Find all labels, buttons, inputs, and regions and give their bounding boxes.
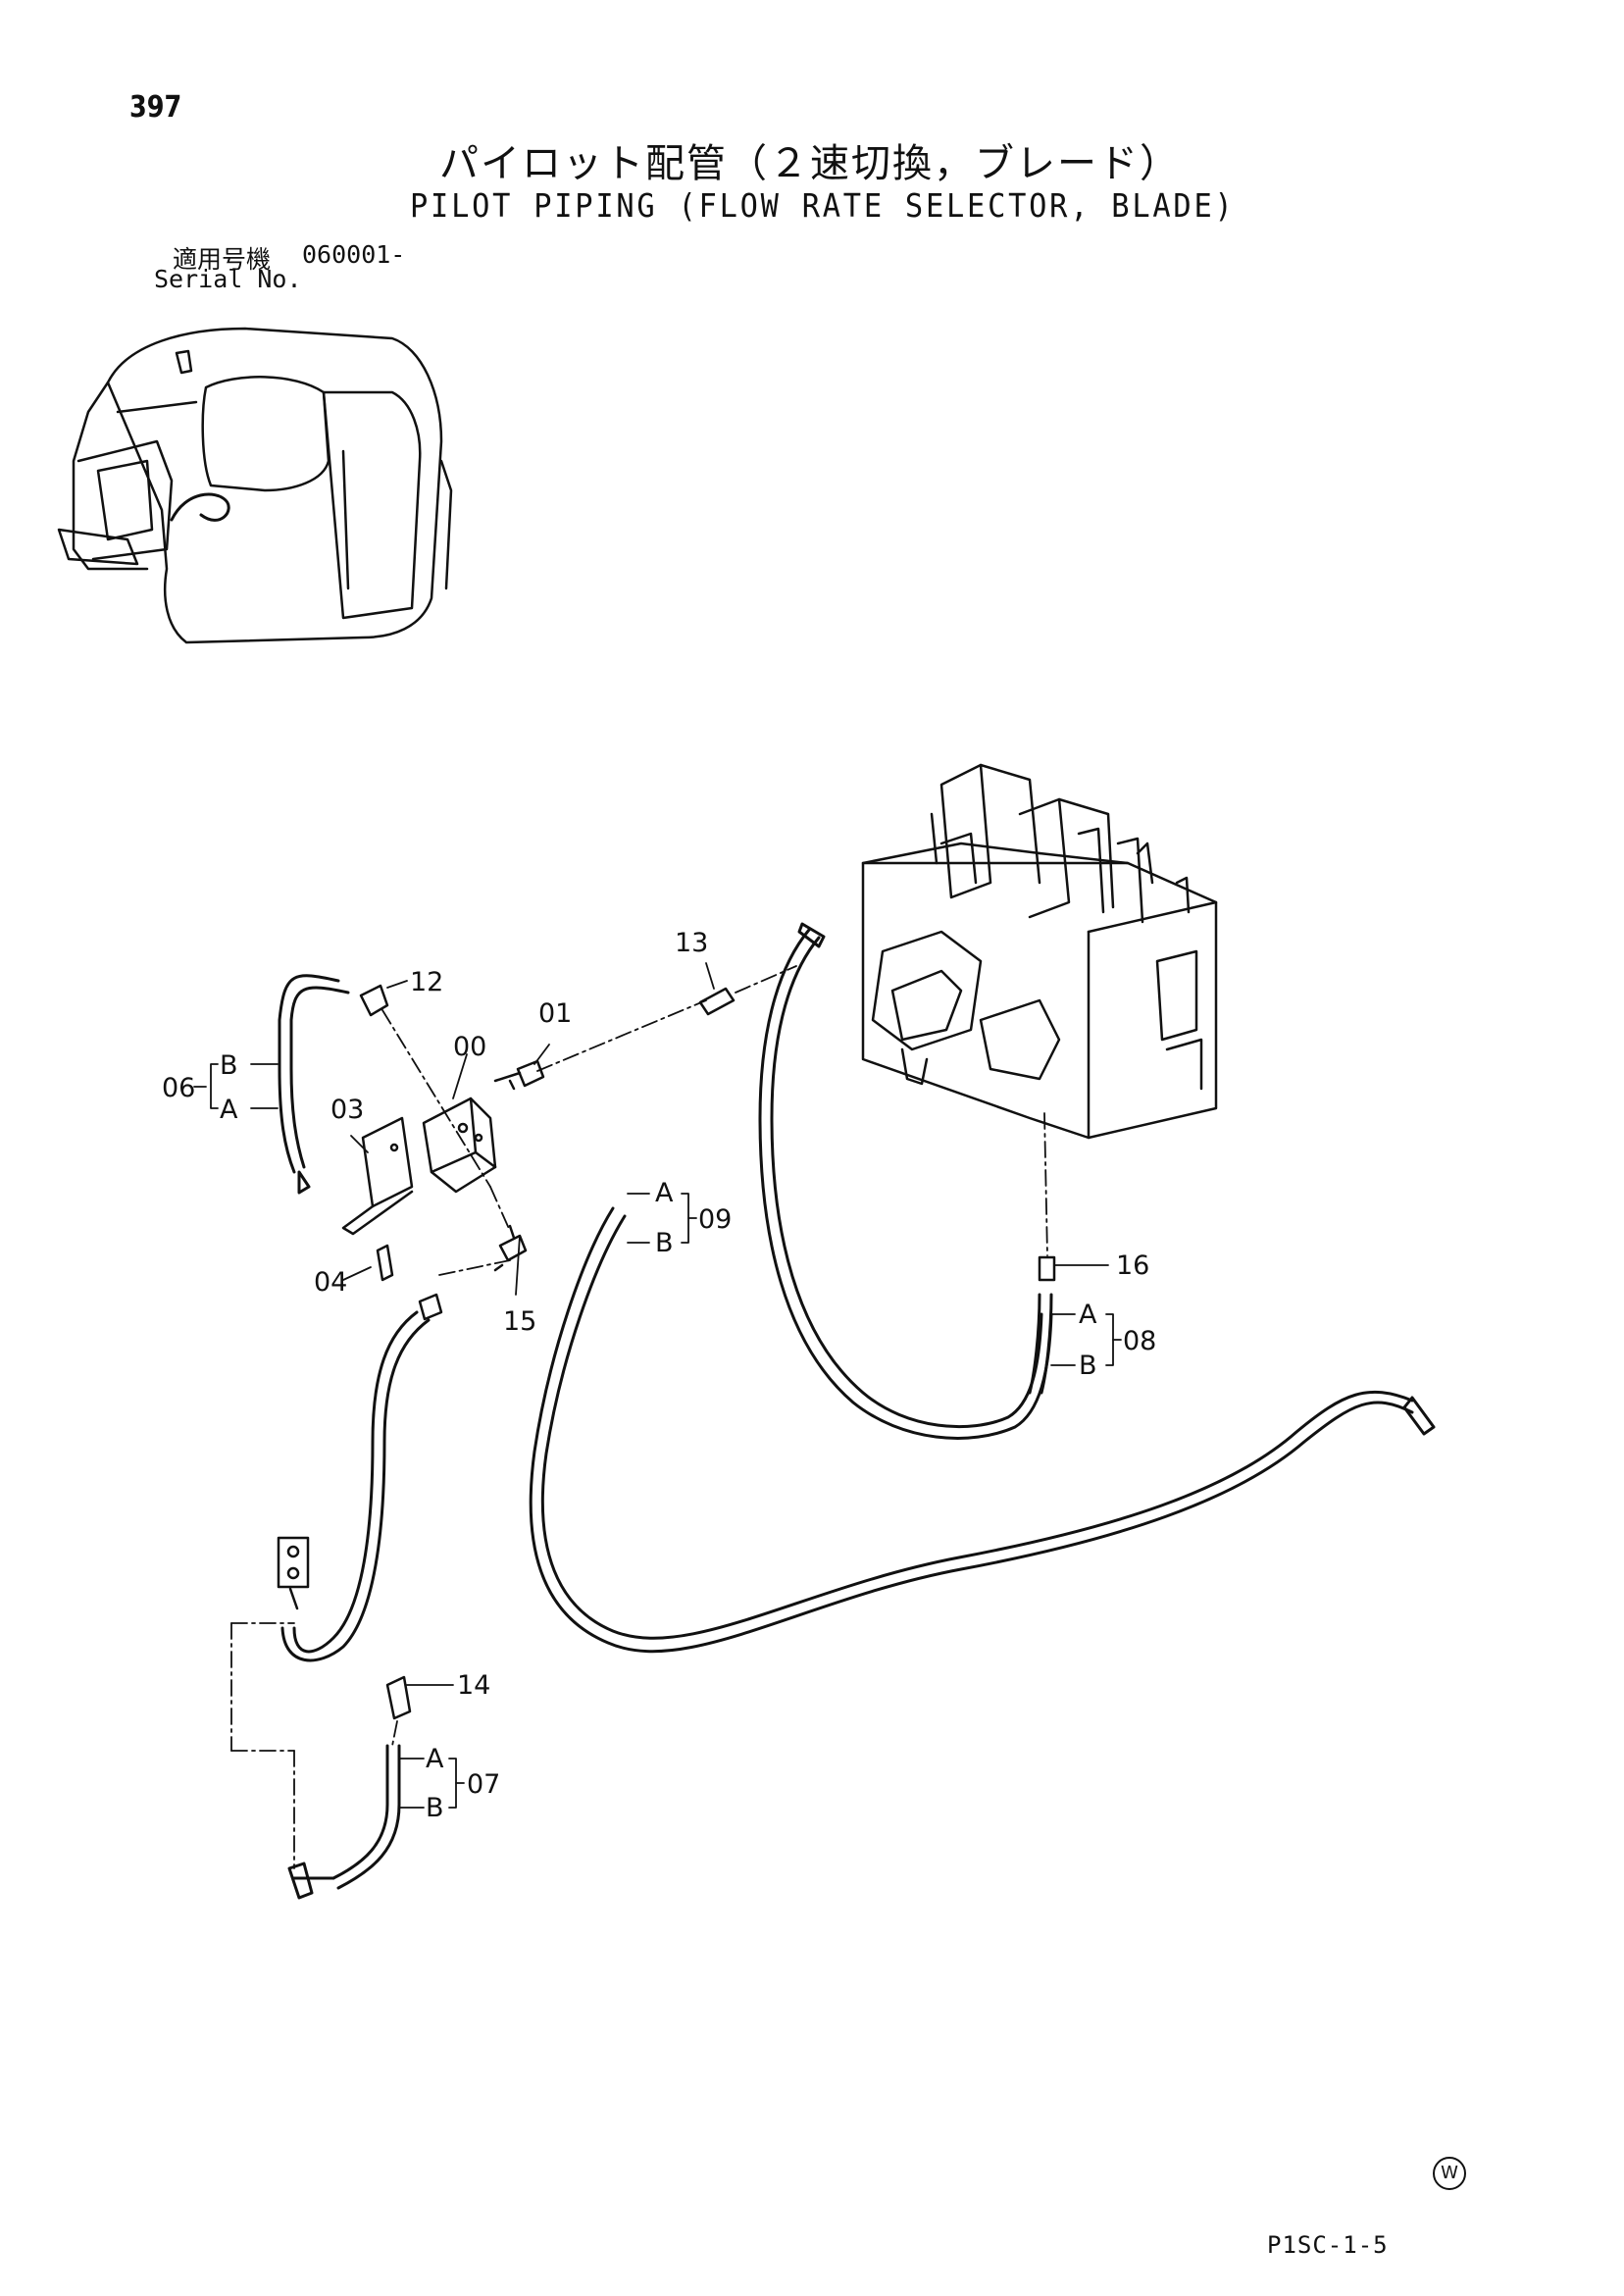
callout-01: 01 — [538, 998, 572, 1029]
callout-12: 12 — [410, 967, 443, 997]
guide-lines — [230, 965, 1048, 1869]
machine-cab-illustration — [57, 327, 453, 644]
callout-16: 16 — [1116, 1250, 1149, 1281]
callout-04: 04 — [314, 1267, 347, 1298]
leader-lines — [193, 962, 1122, 1809]
serial-number-value: 060001- — [302, 240, 406, 269]
callout-00: 00 — [453, 1032, 486, 1062]
label-07-b: B — [426, 1793, 444, 1823]
label-08-b: B — [1079, 1351, 1097, 1381]
page-code: P1SC-1-5 — [1267, 2231, 1389, 2259]
callout-08: 08 — [1123, 1326, 1156, 1356]
callout-13: 13 — [675, 928, 708, 958]
serial-label-english: Serial No. — [154, 265, 302, 293]
page-number: 397 — [129, 90, 182, 125]
callout-03: 03 — [330, 1095, 364, 1125]
callout-09: 09 — [698, 1204, 732, 1235]
page-title-english: PILOT PIPING (FLOW RATE SELECTOR, BLADE) — [410, 186, 1236, 225]
label-09-a: A — [655, 1178, 674, 1208]
serial-label-japanese: 適用号機 — [173, 245, 272, 274]
fittings — [277, 984, 1056, 1720]
callout-15: 15 — [503, 1306, 536, 1337]
bracket-assembly — [341, 1097, 497, 1236]
label-06-a: A — [220, 1095, 238, 1125]
label-08-a: A — [1079, 1300, 1097, 1330]
corner-mark: W — [1433, 2157, 1466, 2190]
label-06-b: B — [220, 1050, 238, 1081]
callout-14: 14 — [457, 1670, 490, 1701]
label-07-a: A — [426, 1744, 444, 1774]
page-title-japanese: パイロット配管（２速切換，ブレード） — [439, 141, 1181, 186]
hoses — [278, 922, 1436, 1900]
callout-07: 07 — [467, 1769, 500, 1800]
control-valve-illustration — [861, 763, 1218, 1140]
label-09-b: B — [655, 1228, 674, 1258]
callout-06: 06 — [162, 1073, 195, 1103]
